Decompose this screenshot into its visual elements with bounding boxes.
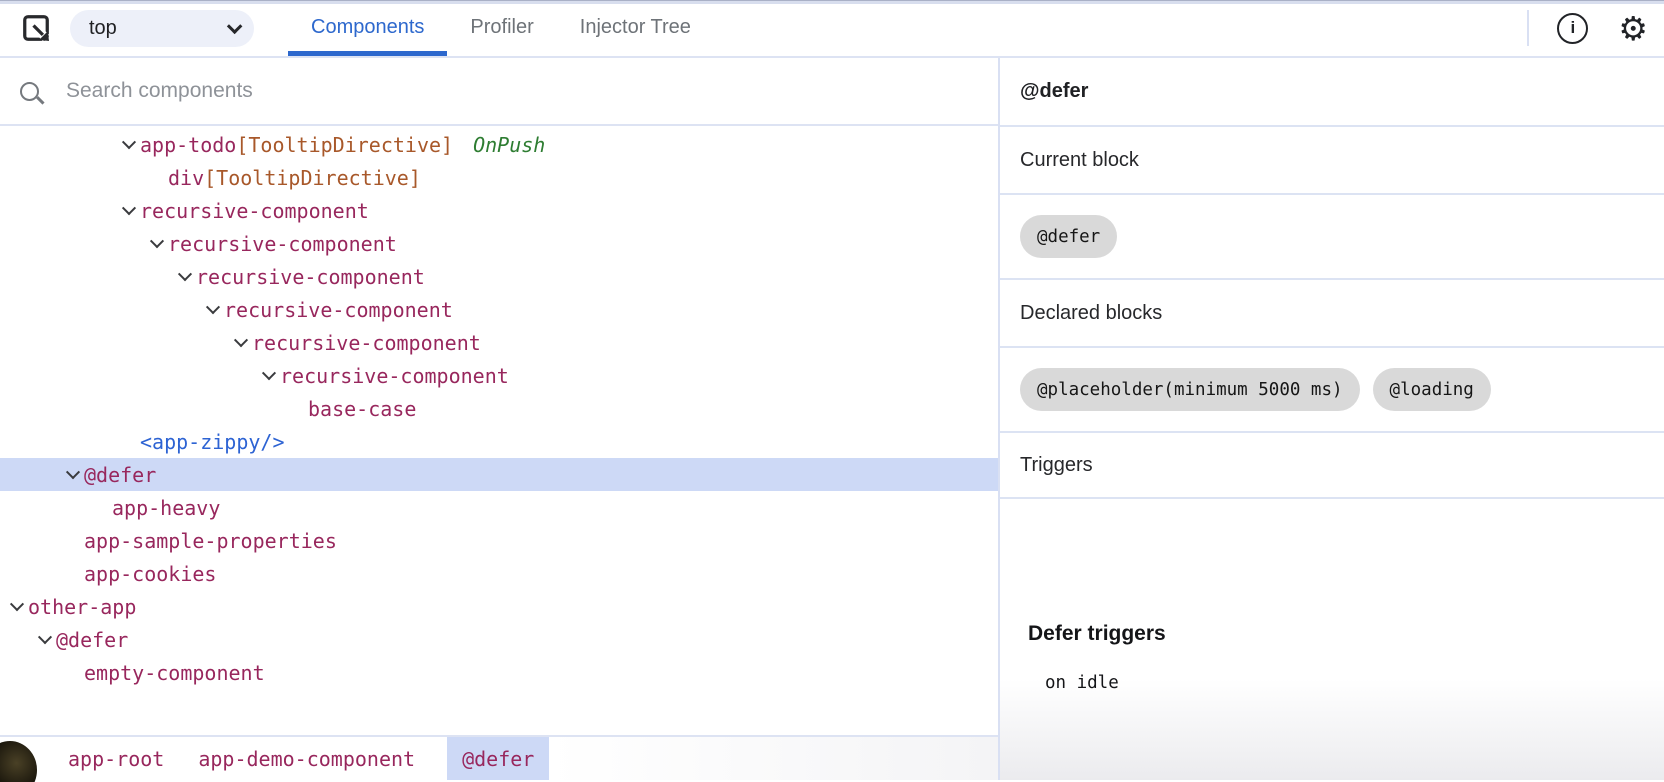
current-block-header: Current block [1000, 127, 1664, 195]
node-name: app-cookies [84, 561, 217, 586]
node-name: @defer [84, 462, 157, 487]
toolbar-divider [1527, 10, 1530, 46]
current-block-chips: @defer [1000, 195, 1664, 280]
defer-triggers-heading: Defer triggers [1028, 622, 1166, 645]
main-split: app-todo[TooltipDirective]OnPushdiv[Tool… [0, 58, 1664, 782]
tab-bar: Components Profiler Injector Tree [288, 0, 714, 56]
tree-node[interactable]: recursive-component [0, 227, 998, 260]
tab-injector-tree[interactable]: Injector Tree [579, 16, 691, 38]
triggers-header: Triggers [1000, 433, 1664, 499]
defer-triggers-list: on idle [1028, 673, 1166, 693]
tree-node[interactable]: recursive-component [0, 326, 998, 359]
node-name: app-heavy [112, 495, 221, 520]
node-name: empty-component [84, 660, 265, 685]
change-detection-badge: OnPush [473, 132, 546, 157]
node-name: app-sample-properties [84, 528, 337, 553]
search-icon [20, 81, 39, 101]
node-name: recursive-component [252, 330, 481, 355]
block-chip: @defer [1020, 215, 1118, 258]
details-title-text: @defer [1020, 80, 1089, 102]
tree-node[interactable]: recursive-component [0, 359, 998, 392]
tree-node[interactable]: @defer [0, 623, 998, 656]
expand-chevron-icon[interactable] [124, 140, 140, 150]
node-directive: [TooltipDirective] [204, 165, 421, 190]
node-directive: [TooltipDirective] [236, 132, 454, 157]
node-name: other-app [28, 594, 137, 619]
node-name: base-case [308, 396, 417, 421]
expand-chevron-icon[interactable] [264, 371, 280, 381]
breadcrumb-item[interactable]: app-demo-component [198, 746, 416, 771]
frame-selector-value: top [89, 16, 117, 39]
info-icon[interactable]: i [1557, 12, 1589, 44]
frame-selector-dropdown[interactable]: top [70, 9, 254, 47]
tree-node[interactable]: recursive-component [0, 260, 998, 293]
node-name: <app-zippy/> [140, 429, 285, 454]
defer-details-panel: @defer Current block @defer Declared blo… [1000, 58, 1664, 780]
declared-blocks-chips: @placeholder(minimum 5000 ms) @loading [1000, 348, 1664, 433]
tree-node[interactable]: recursive-component [0, 194, 998, 227]
search-input[interactable] [66, 79, 998, 103]
expand-chevron-icon[interactable] [12, 602, 28, 612]
block-chip: @loading [1372, 368, 1491, 411]
tree-node[interactable]: empty-component [0, 656, 998, 689]
tree-node[interactable]: <app-zippy/> [0, 425, 998, 458]
expand-chevron-icon[interactable] [68, 470, 84, 480]
node-name: recursive-component [168, 231, 397, 256]
tree-node[interactable]: @defer [0, 458, 998, 491]
breadcrumb: app-root app-demo-component @defer [0, 735, 998, 780]
expand-chevron-icon[interactable] [236, 338, 252, 348]
node-name: recursive-component [196, 264, 425, 289]
tree-node[interactable]: recursive-component [0, 293, 998, 326]
details-title: @defer [1000, 58, 1664, 127]
declared-blocks-header: Declared blocks [1000, 280, 1664, 348]
tree-node[interactable]: div[TooltipDirective] [0, 161, 998, 194]
expand-chevron-icon[interactable] [208, 305, 224, 315]
gear-icon[interactable]: ⚙ [1618, 8, 1648, 48]
tab-profiler[interactable]: Profiler [470, 16, 534, 38]
toolbar-actions: i ⚙ [1527, 0, 1664, 56]
tree-node[interactable]: app-todo[TooltipDirective] OnPush [0, 128, 998, 161]
node-name: @defer [56, 627, 129, 652]
breadcrumb-item[interactable]: app-root [68, 746, 165, 771]
search-bar [0, 58, 998, 126]
block-chip: @placeholder(minimum 5000 ms) [1020, 368, 1360, 411]
expand-chevron-icon[interactable] [180, 272, 196, 282]
breadcrumb-item[interactable]: @defer [447, 737, 550, 780]
expand-chevron-icon[interactable] [152, 239, 168, 249]
devtools-toolbar: top Components Profiler Injector Tree i ⚙ [0, 0, 1664, 58]
defer-triggers-section: Defer triggers on idle [1000, 499, 1664, 780]
tree-node[interactable]: base-case [0, 392, 998, 425]
node-name: app-todo [140, 132, 237, 157]
chevron-down-icon [226, 18, 243, 34]
tree-node[interactable]: app-sample-properties [0, 524, 998, 557]
node-name: recursive-component [140, 198, 369, 223]
node-name: div [168, 165, 205, 190]
node-name: recursive-component [280, 363, 509, 388]
defer-trigger-item: on idle [1045, 673, 1119, 693]
tree-node[interactable]: other-app [0, 590, 998, 623]
tree-node[interactable]: app-cookies [0, 557, 998, 590]
node-name: recursive-component [224, 297, 453, 322]
component-explorer-panel: app-todo[TooltipDirective]OnPushdiv[Tool… [0, 58, 1000, 782]
expand-chevron-icon[interactable] [124, 206, 140, 216]
inspect-element-icon[interactable] [20, 12, 52, 44]
tab-components[interactable]: Components [288, 4, 448, 56]
tree-node[interactable]: app-heavy [0, 491, 998, 524]
expand-chevron-icon[interactable] [40, 635, 56, 645]
